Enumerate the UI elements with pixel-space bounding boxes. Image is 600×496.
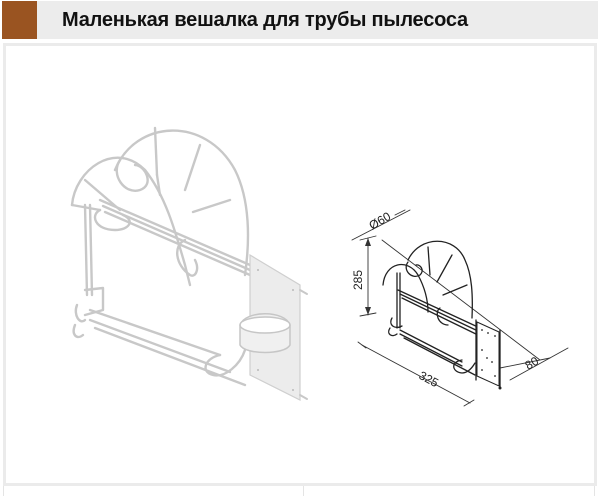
bottom-cell-right (303, 486, 595, 496)
page-title: Маленькая вешалка для трубы пылесоса (62, 9, 468, 31)
page-header: Маленькая вешалка для трубы пылесоса (2, 1, 598, 39)
vacuum-pipe-hanger-render-icon (70, 126, 308, 401)
depth-dimension-label: 80 (523, 354, 542, 373)
header-accent-swatch (2, 1, 37, 39)
diameter-dimension-label: Ø60 (367, 209, 394, 233)
vacuum-pipe-hanger-drawing-icon: Ø60 285 325 80 (351, 209, 569, 407)
product-image-panel (3, 43, 597, 486)
bottom-table-row (3, 484, 595, 496)
width-dimension-label: 325 (417, 368, 442, 390)
bottom-cell-left (3, 486, 304, 496)
height-dimension-label: 285 (351, 270, 365, 290)
